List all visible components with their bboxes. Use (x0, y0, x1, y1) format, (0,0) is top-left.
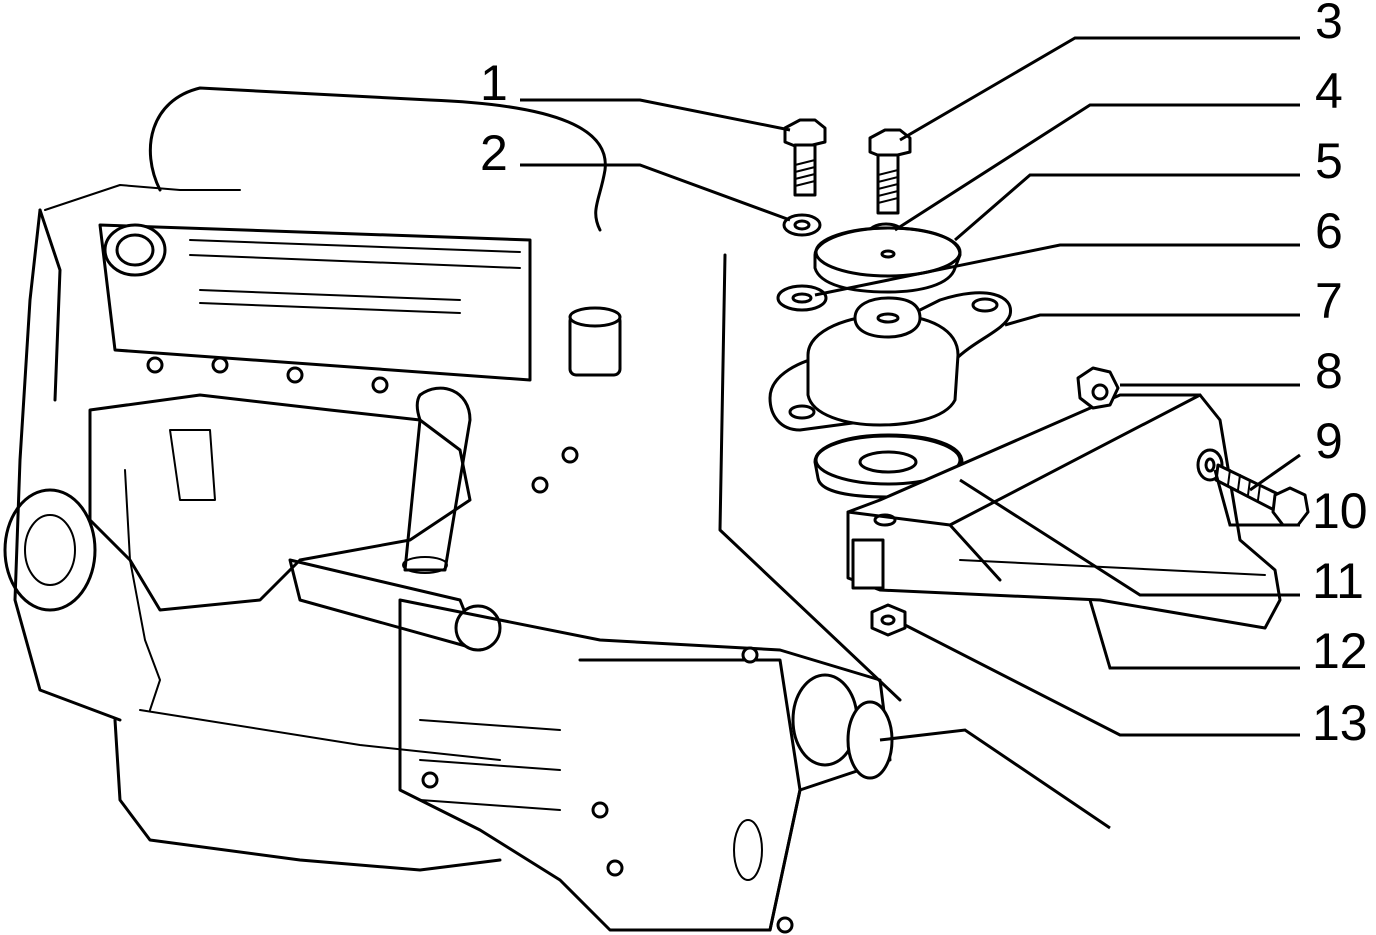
bolt-1 (783, 118, 827, 197)
callout-11: 11 (1312, 553, 1364, 609)
washer-2 (782, 213, 822, 237)
engine-gearbox-assembly (3, 86, 902, 934)
nut-8 (1076, 366, 1120, 410)
callout-2: 2 (480, 125, 508, 181)
callout-13: 13 (1312, 695, 1368, 751)
callout-1: 1 (480, 55, 508, 111)
callout-10: 10 (1312, 483, 1368, 539)
callout-8: 8 (1315, 343, 1343, 399)
bracket-12 (846, 393, 1282, 630)
callout-12: 12 (1312, 623, 1368, 679)
bolt-3 (868, 128, 912, 215)
callout-3: 3 (1315, 0, 1343, 49)
callout-7: 7 (1315, 273, 1343, 329)
cup-plate-5 (813, 226, 962, 294)
callout-9: 9 (1315, 413, 1343, 469)
rubber-mount-7 (768, 291, 1012, 432)
leader-lines (520, 36, 1301, 830)
callout-5: 5 (1315, 133, 1343, 189)
mount-parts (768, 118, 1310, 637)
callout-labels: 1 2 3 4 5 6 7 8 9 10 11 12 13 (480, 0, 1368, 751)
callout-4: 4 (1315, 63, 1343, 119)
nut-13 (870, 603, 907, 637)
callout-6: 6 (1315, 203, 1343, 259)
washer-6 (776, 284, 828, 312)
